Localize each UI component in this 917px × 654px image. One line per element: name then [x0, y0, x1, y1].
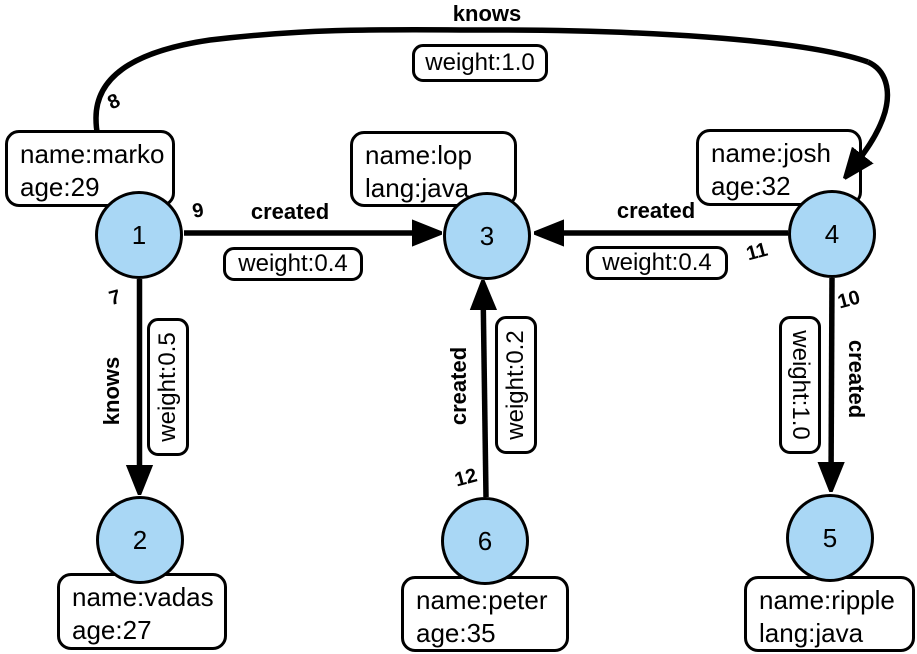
edge-weight-12: weight:0.2: [495, 316, 537, 454]
edge-line-12: [483, 286, 486, 498]
property-line: age:35: [416, 618, 496, 648]
node-circle-1[interactable]: 1: [95, 191, 183, 279]
property-line: age:29: [20, 172, 100, 202]
edge-label-created-11: created: [616, 198, 696, 223]
property-line: name:marko: [20, 139, 165, 169]
property-line: name:peter: [416, 585, 548, 615]
edge-id-9: 9: [190, 199, 206, 223]
edge-weight-9: weight:0.4: [223, 247, 363, 281]
node-properties-ripple: name:ripple lang:java: [744, 576, 915, 652]
edge-id-10: 10: [835, 286, 863, 314]
edge-weight-11: weight:0.4: [586, 246, 728, 280]
edge-id-11: 11: [743, 238, 771, 266]
property-line: name:josh: [711, 138, 831, 168]
edge-id-7: 7: [106, 285, 124, 311]
edge-id-8: 8: [104, 89, 124, 115]
edge-label-created-12: created: [446, 346, 471, 426]
edge-label-knows-7: knows: [99, 356, 124, 426]
node-circle-2[interactable]: 2: [96, 496, 184, 584]
edge-id-12: 12: [452, 464, 480, 492]
node-circle-4[interactable]: 4: [788, 190, 876, 278]
property-line: name:lop: [365, 140, 472, 170]
edge-line-10: [831, 277, 832, 486]
property-line: name:ripple: [759, 585, 895, 615]
node-circle-3[interactable]: 3: [443, 192, 531, 280]
edge-weight-8: weight:1.0: [412, 44, 548, 82]
edge-label-created-10: created: [844, 339, 869, 419]
node-circle-6[interactable]: 6: [441, 497, 529, 585]
edge-label-knows-8: knows: [452, 1, 522, 26]
node-properties-peter: name:peter age:35: [401, 576, 569, 652]
property-line: age:27: [72, 615, 152, 645]
node-properties-vadas: name:vadas age:27: [57, 573, 227, 650]
edge-label-created-9: created: [250, 199, 330, 224]
node-circle-5[interactable]: 5: [786, 494, 874, 582]
property-line: lang:java: [759, 618, 864, 648]
edge-weight-10: weight:1.0: [779, 316, 821, 454]
edge-weight-7: weight:0.5: [147, 318, 189, 456]
property-line: name:vadas: [72, 582, 214, 612]
